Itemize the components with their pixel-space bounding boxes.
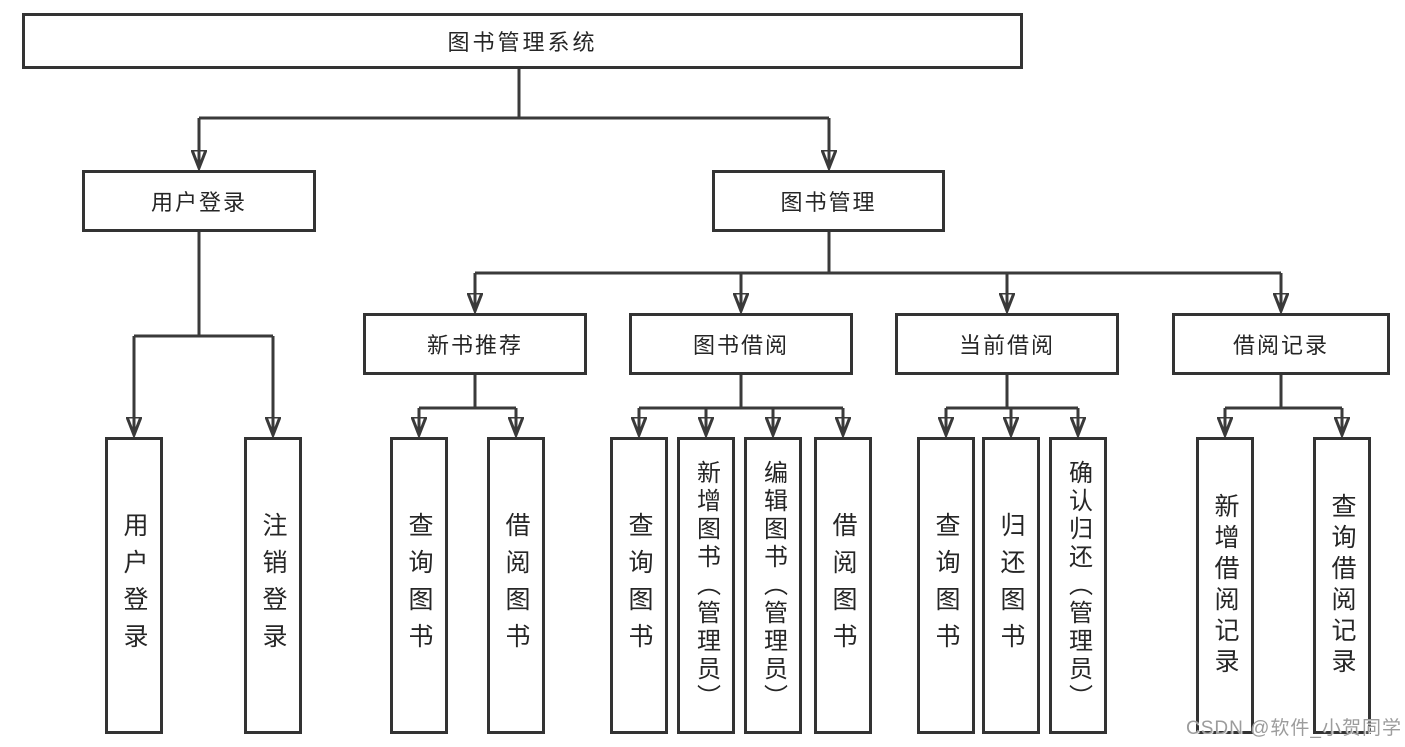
- leaf-add-book-admin: 新增图书（管理员）: [677, 437, 735, 734]
- leaf-add-borrow-record-label: 新增借阅记录: [1211, 492, 1239, 679]
- leaf-user-login-label: 用户登录: [120, 511, 148, 660]
- leaf-query-borrow-record-label: 查询借阅记录: [1328, 492, 1356, 679]
- leaf-edit-book-admin: 编辑图书（管理员）: [744, 437, 802, 734]
- node-root: 图书管理系统: [22, 13, 1023, 69]
- leaf-query-books-3-label: 查询图书: [932, 511, 960, 660]
- leaf-confirm-return-admin-label: 确认归还（管理员）: [1064, 459, 1092, 712]
- node-new-book-recommend-label: 新书推荐: [426, 333, 523, 358]
- connector-book-management-trunk: [475, 232, 1281, 275]
- connector-current-borrow-trunk: [946, 375, 1078, 410]
- node-user-login-label: 用户登录: [150, 190, 247, 215]
- leaf-query-books-2: 查询图书: [610, 437, 668, 734]
- node-book-management-label: 图书管理: [780, 190, 877, 215]
- node-book-management: 图书管理: [712, 170, 945, 232]
- node-current-borrow-label: 当前借阅: [958, 333, 1055, 358]
- leaf-query-books-1: 查询图书: [390, 437, 448, 734]
- node-new-book-recommend: 新书推荐: [363, 313, 587, 375]
- leaf-add-borrow-record: 新增借阅记录: [1196, 437, 1254, 734]
- node-borrow-records: 借阅记录: [1172, 313, 1390, 375]
- leaf-edit-book-admin-label: 编辑图书（管理员）: [759, 459, 787, 712]
- leaf-return-books: 归还图书: [982, 437, 1040, 734]
- node-root-label: 图书管理系统: [447, 30, 598, 55]
- leaf-borrow-books-1: 借阅图书: [487, 437, 545, 734]
- leaf-query-books-1-label: 查询图书: [405, 511, 433, 660]
- leaf-return-books-label: 归还图书: [997, 511, 1025, 660]
- leaf-query-books-3: 查询图书: [917, 437, 975, 734]
- leaf-borrow-books-2-label: 借阅图书: [829, 511, 857, 660]
- node-book-borrow-label: 图书借阅: [692, 333, 789, 358]
- leaf-logout-label: 注销登录: [259, 511, 287, 660]
- connector-book-borrow-trunk: [639, 375, 843, 410]
- connector-borrow-records-trunk: [1225, 375, 1342, 410]
- leaf-confirm-return-admin: 确认归还（管理员）: [1049, 437, 1107, 734]
- leaf-borrow-books-2: 借阅图书: [814, 437, 872, 734]
- leaf-add-book-admin-label: 新增图书（管理员）: [692, 459, 720, 712]
- leaf-query-borrow-record: 查询借阅记录: [1313, 437, 1371, 734]
- node-current-borrow: 当前借阅: [895, 313, 1119, 375]
- node-borrow-records-label: 借阅记录: [1232, 333, 1329, 358]
- leaf-logout: 注销登录: [244, 437, 302, 734]
- connector-user-login-trunk: [134, 232, 273, 338]
- leaf-borrow-books-1-label: 借阅图书: [502, 511, 530, 660]
- node-user-login: 用户登录: [82, 170, 316, 232]
- leaf-query-books-2-label: 查询图书: [625, 511, 653, 660]
- leaf-user-login: 用户登录: [105, 437, 163, 734]
- csdn-watermark: CSDN @软件_小贺同学: [1186, 718, 1402, 739]
- connector-root-trunk: [199, 69, 829, 120]
- node-book-borrow: 图书借阅: [629, 313, 853, 375]
- connector-new-book-trunk: [419, 375, 516, 410]
